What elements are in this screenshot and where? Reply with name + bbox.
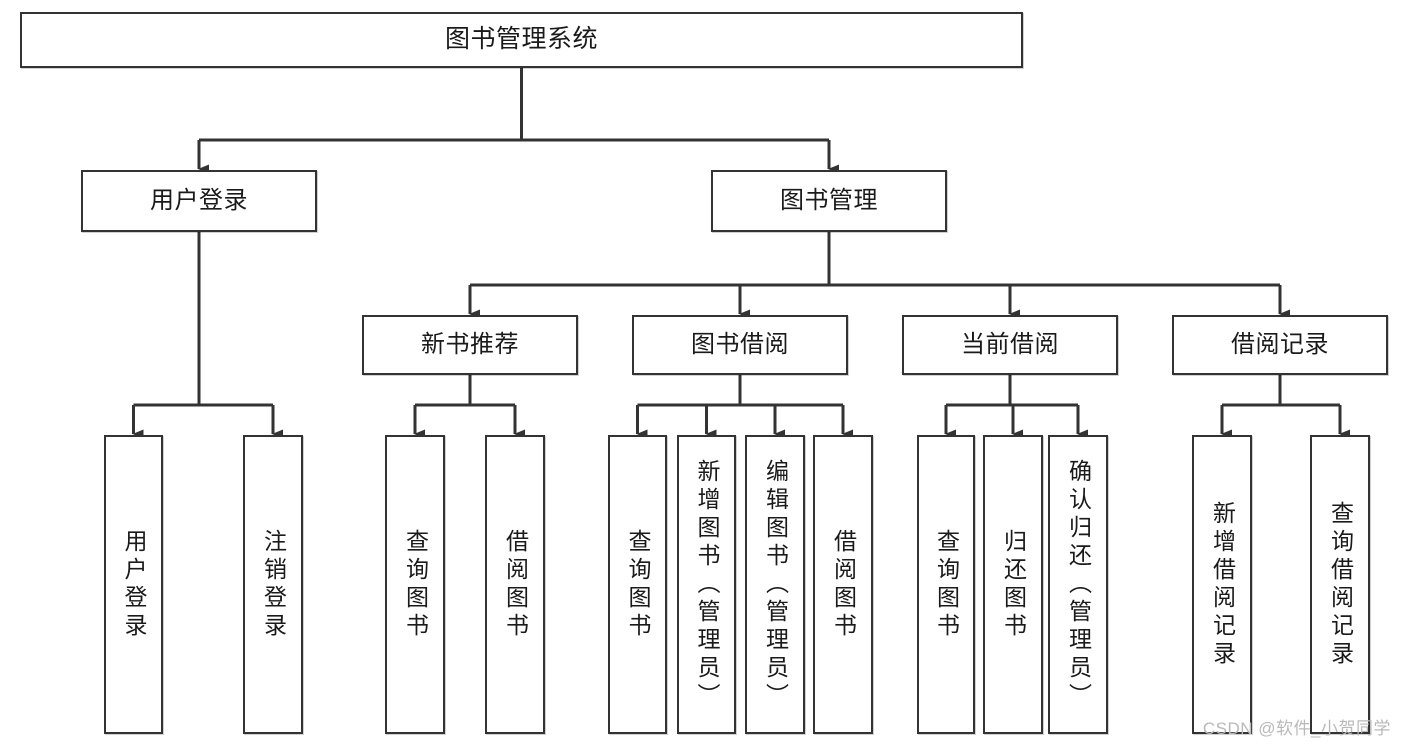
node-label: 查询借阅记录 (1327, 500, 1354, 669)
node-leaf-borrow-books-recommend[interactable]: 借阅图书 (485, 435, 545, 734)
node-book-management[interactable]: 图书管理 (711, 170, 947, 232)
node-new-book-recommendation[interactable]: 新书推荐 (362, 315, 578, 375)
node-label: 借阅图书 (502, 528, 529, 641)
node-label: 查询图书 (933, 528, 960, 641)
node-label: 借阅记录 (1231, 330, 1329, 358)
node-label: 新书推荐 (421, 330, 519, 358)
node-label: 图书管理 (780, 186, 878, 214)
node-root-book-management-system[interactable]: 图书管理系统 (20, 12, 1023, 68)
node-leaf-query-books-recommend[interactable]: 查询图书 (385, 435, 445, 734)
node-label: 注销登录 (260, 528, 287, 641)
node-label: 图书管理系统 (444, 25, 598, 54)
node-leaf-query-books-borrow[interactable]: 查询图书 (608, 435, 667, 734)
node-leaf-return-book[interactable]: 归还图书 (983, 435, 1043, 734)
node-label: 新增图书（管理员） (694, 458, 720, 711)
node-leaf-borrow-book[interactable]: 借阅图书 (813, 435, 873, 734)
node-leaf-query-borrow-record[interactable]: 查询借阅记录 (1310, 435, 1370, 734)
node-label: 图书借阅 (691, 330, 789, 358)
node-leaf-add-borrow-record[interactable]: 新增借阅记录 (1192, 435, 1252, 734)
node-label: 查询图书 (625, 528, 651, 641)
node-book-borrowing[interactable]: 图书借阅 (632, 315, 848, 375)
node-label: 用户登录 (150, 186, 248, 214)
watermark-text: CSDN @软件_小贺同学 (1202, 719, 1391, 738)
node-leaf-query-books-current[interactable]: 查询图书 (917, 435, 975, 734)
node-label: 当前借阅 (961, 330, 1059, 358)
node-leaf-user-login[interactable]: 用户登录 (104, 435, 163, 734)
node-label: 借阅图书 (830, 528, 857, 641)
node-label: 查询图书 (402, 528, 429, 641)
node-leaf-confirm-return-admin[interactable]: 确认归还（管理员） (1048, 435, 1108, 734)
node-leaf-add-book-admin[interactable]: 新增图书（管理员） (677, 435, 736, 734)
node-label: 用户登录 (121, 528, 147, 641)
node-label: 确认归还（管理员） (1065, 458, 1092, 711)
node-user-login[interactable]: 用户登录 (81, 170, 317, 232)
node-leaf-edit-book-admin[interactable]: 编辑图书（管理员） (745, 435, 805, 734)
node-borrowing-records[interactable]: 借阅记录 (1172, 315, 1388, 375)
node-current-borrowing[interactable]: 当前借阅 (902, 315, 1118, 375)
node-label: 新增借阅记录 (1209, 500, 1236, 669)
node-label: 归还图书 (1000, 528, 1027, 641)
node-label: 编辑图书（管理员） (762, 458, 789, 711)
node-leaf-logout[interactable]: 注销登录 (243, 435, 303, 734)
